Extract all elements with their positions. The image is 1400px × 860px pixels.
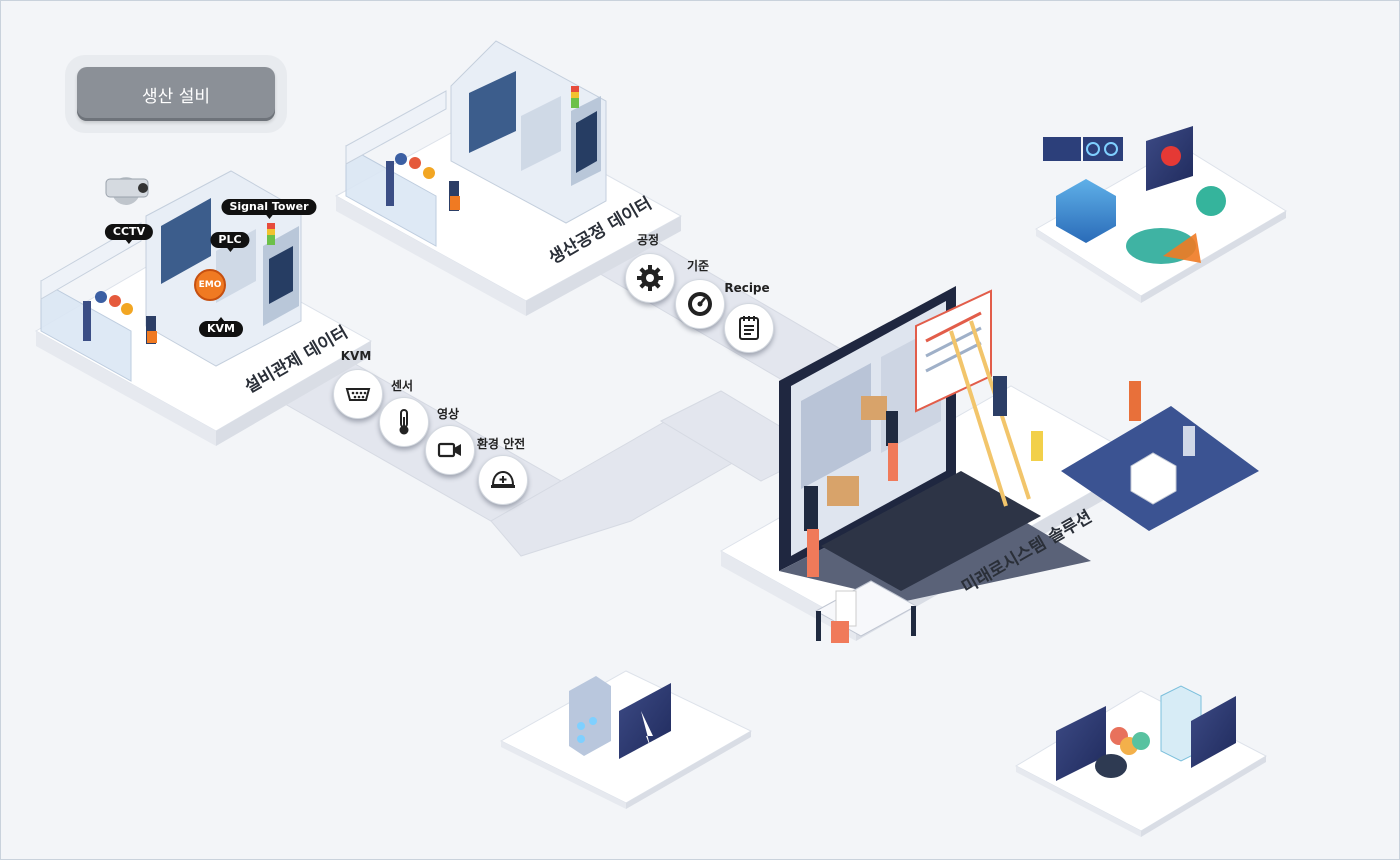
- video-camera-icon: [437, 442, 461, 458]
- plc-tag: PLC: [210, 232, 250, 252]
- node-label-process: 공정: [636, 233, 660, 247]
- badge-container: 생산 설비: [65, 55, 287, 133]
- kvm-node[interactable]: [333, 369, 383, 419]
- safety-node[interactable]: [478, 455, 528, 505]
- control-platform: [499, 670, 753, 809]
- node-label-video: 영상: [436, 407, 460, 421]
- sensor-node[interactable]: [379, 397, 429, 447]
- process-platform: [334, 40, 683, 316]
- video-node[interactable]: [425, 425, 475, 475]
- production-equipment-badge[interactable]: 생산 설비: [77, 67, 275, 121]
- monitoring-devices-platform: [1014, 685, 1268, 837]
- node-label-standard: 기준: [686, 259, 710, 273]
- signal-tower-tag: Signal Tower: [221, 199, 317, 219]
- kvm-tag: KVM: [199, 317, 243, 337]
- gear-icon: [637, 265, 663, 291]
- solution-platform: [719, 286, 1259, 643]
- gauge-icon: [688, 292, 712, 316]
- node-label-kvm: KVM: [340, 349, 372, 363]
- emo-button: EMO: [194, 269, 226, 301]
- node-label-recipe: Recipe: [724, 281, 770, 295]
- node-label-sensor: 센서: [390, 379, 414, 393]
- safety-helmet-icon: [491, 470, 515, 488]
- cctv-tag: CCTV: [104, 224, 154, 244]
- process-node[interactable]: [625, 253, 675, 303]
- monitoring-platform: [34, 170, 373, 446]
- serial-port-icon: [345, 388, 371, 401]
- recipe-icon: [739, 316, 759, 340]
- data-analytics-platform: [1035, 126, 1287, 303]
- recipe-node[interactable]: [724, 303, 774, 353]
- node-label-safety: 환경 안전: [476, 437, 526, 451]
- thermometer-icon: [399, 409, 409, 435]
- standard-node[interactable]: [675, 279, 725, 329]
